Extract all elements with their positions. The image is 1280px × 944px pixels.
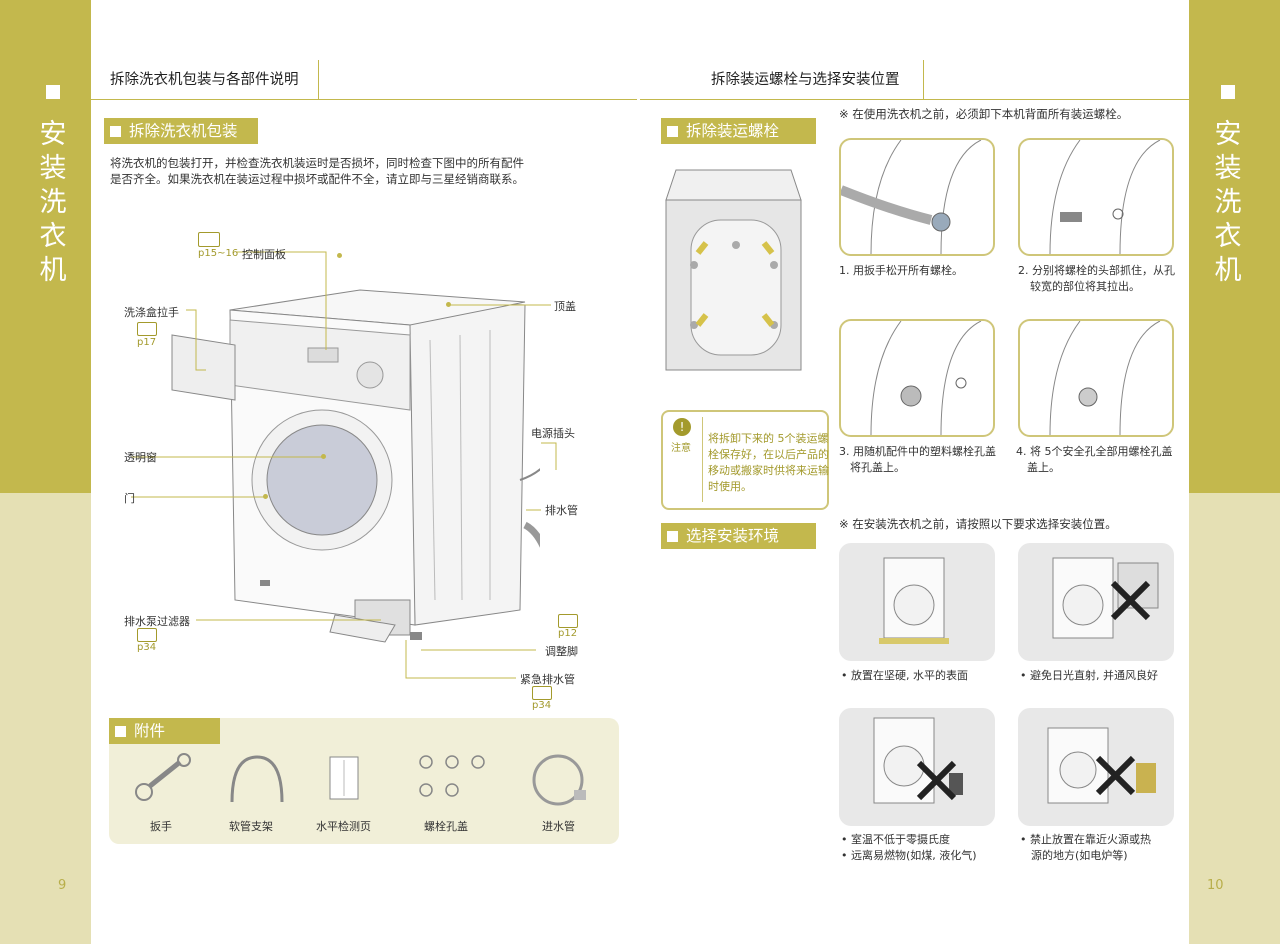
location-caption-3b: • 远离易燃物(如煤, 液化气) bbox=[841, 849, 977, 862]
accessories-icons bbox=[135, 753, 586, 806]
accessory-label-4: 螺栓孔盖 bbox=[424, 820, 468, 833]
machine-back-illustration bbox=[665, 169, 802, 371]
location-caption-4: • 禁止放置在靠近火源或热 bbox=[1020, 833, 1151, 846]
label-drawer-handle: 洗涤盒拉手 bbox=[124, 306, 179, 319]
bolts-note: ※ 在使用洗衣机之前，必须卸下本机背面所有装运螺栓。 bbox=[839, 107, 1129, 121]
label-emergency-drain: 紧急排水管 bbox=[520, 673, 575, 686]
location-image-4 bbox=[1018, 708, 1174, 826]
location-note: ※ 在安装洗衣机之前，请按照以下要求选择安装位置。 bbox=[839, 517, 1117, 531]
control-panel-dot bbox=[337, 253, 342, 258]
ref-pump-filter: p34 bbox=[137, 642, 157, 653]
book-icon bbox=[532, 686, 552, 700]
bolt-step-1-caption: 1. 用扳手松开所有螺栓。 bbox=[839, 264, 963, 277]
bolt-step-2-caption-2: 较宽的部位将其拉出。 bbox=[1030, 280, 1140, 293]
caution-line-4: 时使用。 bbox=[708, 480, 752, 493]
callout-leaders bbox=[131, 251, 557, 679]
right-side-band bbox=[1189, 0, 1280, 493]
wrench-icon bbox=[135, 753, 191, 801]
caution-text: 将拆卸下来的 5个装运螺 栓保存好，在以后产品的 移动或搬家时供将来运输 时使用… bbox=[708, 431, 829, 495]
inlet-hose-icon bbox=[532, 754, 586, 806]
ref-emergency: p34 bbox=[532, 700, 552, 711]
bolt-step-2-image bbox=[1018, 138, 1174, 256]
header-divider bbox=[318, 60, 319, 100]
location-caption-3: • 室温不低于零摄氏度 bbox=[841, 833, 950, 846]
caution-box bbox=[661, 410, 829, 510]
warning-icon: ! bbox=[673, 418, 691, 436]
right-page-number: 10 bbox=[1207, 878, 1224, 893]
bolt-step-3-image bbox=[839, 319, 995, 437]
right-side-marker bbox=[1221, 85, 1235, 99]
caution-line-1: 将拆卸下来的 5个装运螺 bbox=[708, 432, 829, 445]
accessory-label-3: 水平检测页 bbox=[316, 820, 371, 833]
header-divider bbox=[923, 60, 924, 100]
label-window: 透明窗 bbox=[124, 451, 157, 464]
left-page-header: 拆除洗衣机包装与各部件说明 bbox=[110, 72, 299, 88]
book-icon bbox=[137, 322, 157, 336]
ref-feet: p12 bbox=[558, 628, 578, 639]
bolt-step-4-image bbox=[1018, 319, 1174, 437]
location-image-3 bbox=[839, 708, 995, 826]
accessory-label-2: 软管支架 bbox=[229, 820, 273, 833]
bolt-step-3-caption: 3. 用随机配件中的塑料螺栓孔盖 bbox=[839, 445, 996, 458]
label-pump-filter: 排水泵过滤器 bbox=[124, 615, 190, 628]
label-top-cover: 顶盖 bbox=[554, 300, 576, 313]
bolt-step-1-image bbox=[839, 138, 995, 256]
caution-divider bbox=[702, 417, 703, 502]
unpack-section-title: 拆除洗衣机包装 bbox=[104, 118, 258, 144]
ref-control-panel: p15~16 bbox=[198, 248, 239, 259]
unpack-body-line1: 将洗衣机的包装打开，并检查洗衣机装运时是否损坏，同时检查下图中的所有配件 bbox=[110, 156, 524, 170]
location-image-2 bbox=[1018, 543, 1174, 661]
top-cover-dot bbox=[446, 302, 451, 307]
book-icon bbox=[137, 628, 157, 642]
level-sheet-icon bbox=[329, 756, 359, 800]
bolt-step-4-caption: 4. 将 5个安全孔全部用螺栓孔盖 bbox=[1016, 445, 1173, 458]
unpack-body-line2: 是否齐全。如果洗衣机在装运过程中损坏或配件不全，请立即与三星经销商联系。 bbox=[110, 172, 524, 186]
right-page-header: 拆除装运螺栓与选择安装位置 bbox=[711, 72, 900, 88]
location-section-title: 选择安装环境 bbox=[661, 523, 816, 549]
label-control-panel: 控制面板 bbox=[242, 248, 286, 261]
right-side-title: 安装洗衣机 bbox=[1214, 119, 1242, 286]
accessory-label-1: 扳手 bbox=[150, 820, 172, 833]
location-caption-1: • 放置在坚硬, 水平的表面 bbox=[841, 669, 968, 682]
label-power-plug: 电源插头 bbox=[531, 427, 575, 440]
label-leveling-feet: 调整脚 bbox=[545, 645, 578, 658]
bolt-step-4-caption-2: 盖上。 bbox=[1027, 461, 1060, 474]
left-side-marker bbox=[46, 85, 60, 99]
left-side-band-lower bbox=[0, 493, 91, 944]
bolt-step-3-caption-2: 将孔盖上。 bbox=[850, 461, 905, 474]
window-dot bbox=[321, 454, 326, 459]
left-page-number: 9 bbox=[58, 878, 67, 893]
bolt-cap-icon bbox=[419, 755, 485, 797]
door-dot bbox=[263, 494, 268, 499]
hose-guide-icon bbox=[230, 755, 284, 803]
header-rule bbox=[640, 99, 1189, 100]
accessories-title: 附件 bbox=[109, 718, 220, 744]
caution-label: 注意 bbox=[671, 443, 691, 454]
washing-machine-illustration bbox=[171, 289, 540, 643]
left-side-title: 安装洗衣机 bbox=[39, 119, 67, 286]
caution-line-3: 移动或搬家时供将来运输 bbox=[708, 464, 829, 477]
location-caption-4b: 源的地方(如电炉等) bbox=[1031, 849, 1128, 862]
left-side-band bbox=[0, 0, 91, 493]
bolts-section-title: 拆除装运螺栓 bbox=[661, 118, 816, 144]
label-door: 门 bbox=[124, 492, 135, 505]
ref-drawer: p17 bbox=[137, 337, 157, 348]
bolt-step-2-caption: 2. 分别将螺栓的头部抓住，从孔 bbox=[1018, 264, 1175, 277]
right-side-band-lower bbox=[1189, 493, 1280, 944]
book-icon bbox=[558, 614, 578, 628]
location-caption-2: • 避免日光直射, 并通风良好 bbox=[1020, 669, 1158, 682]
location-image-1 bbox=[839, 543, 995, 661]
header-rule bbox=[91, 99, 637, 100]
accessory-label-5: 进水管 bbox=[542, 820, 575, 833]
book-icon bbox=[198, 232, 220, 247]
caution-line-2: 栓保存好，在以后产品的 bbox=[708, 448, 829, 461]
label-drain-hose: 排水管 bbox=[545, 504, 578, 517]
